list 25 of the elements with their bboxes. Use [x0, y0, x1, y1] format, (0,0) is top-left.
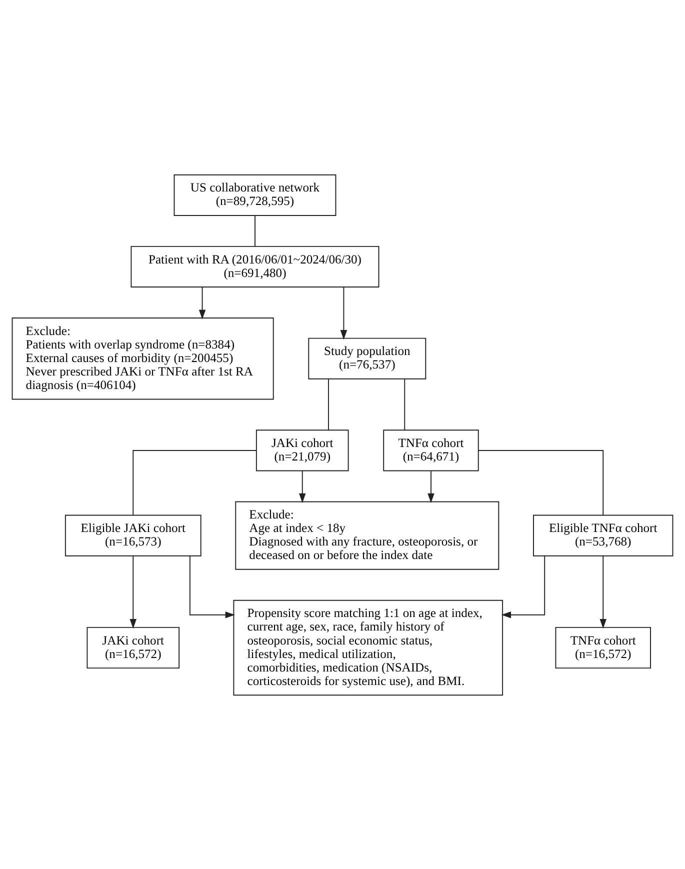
connector: [132, 450, 257, 515]
arrow: [198, 286, 206, 319]
node-box: Exclude: Patients with overlap syndrome (n=8384) External causes of morbidity (n=200455) Never prescribed JAKi or TNFα after 1st RA diagnosis (n=406104): [12, 317, 274, 400]
node-box: Patient with RA (2016/06/01~2024/06/30) (n=691,480): [130, 245, 380, 288]
node-box: Study population (n=76,537): [308, 337, 426, 379]
connector: [254, 214, 256, 246]
node-box: Eligible TNFα cohort (n=53,768): [533, 514, 674, 556]
arrow: [501, 555, 546, 618]
connector: [404, 378, 406, 430]
node-box: Exclude: Age at index < 18y Diagnosed with any fracture, osteoporosis, or deceased on or before the index date: [235, 500, 500, 570]
node-box: Eligible JAKi cohort (n=16,573): [64, 514, 202, 556]
node-box: TNFα cohort (n=16,572): [555, 626, 651, 668]
arrow: [600, 554, 606, 628]
arrow: [298, 470, 306, 503]
arrow: [189, 555, 235, 618]
node-box: US collaborative network (n=89,728,595): [174, 174, 336, 216]
node-box: TNFα cohort (n=64,671): [383, 429, 479, 471]
arrow: [428, 470, 434, 503]
arrow: [340, 286, 348, 340]
arrow: [130, 554, 137, 628]
node-box: Propensity score matching 1:1 on age at index, current age, sex, race, family history of osteoporosis, social economic status, lifestyles, medical utilization, comorbidities, medication (NSAIDs, corticosteroids for systemic use), and BMI.: [233, 599, 504, 696]
connector: [478, 450, 604, 515]
connector: [328, 378, 329, 430]
node-box: JAKi cohort (n=16,572): [86, 626, 180, 668]
node-box: JAKi cohort (n=21,079): [256, 429, 349, 471]
